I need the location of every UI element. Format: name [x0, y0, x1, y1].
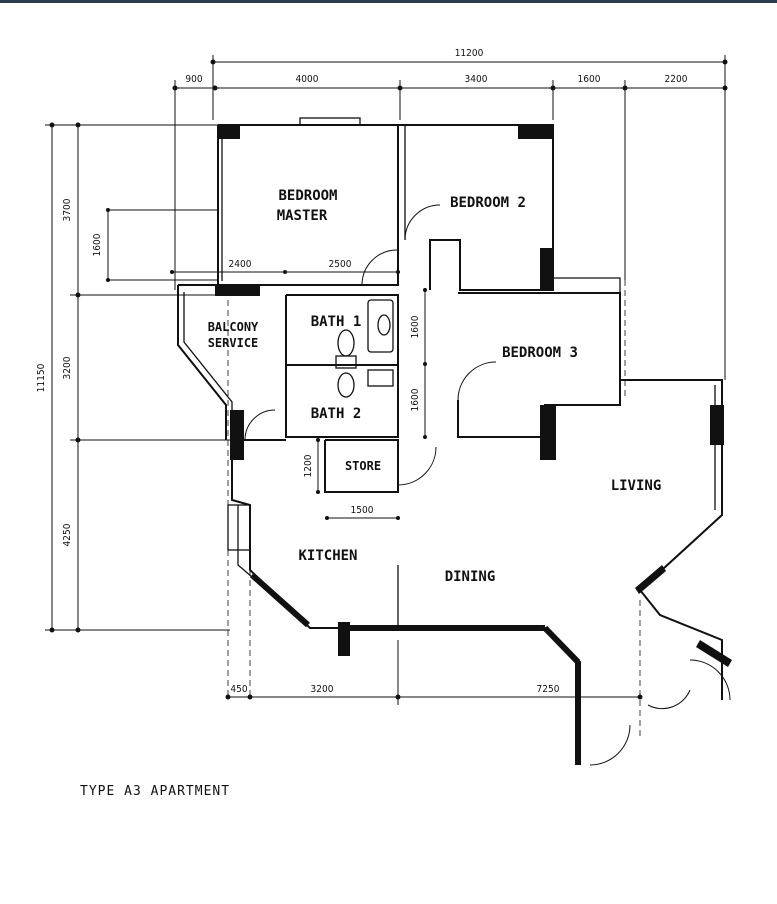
dim-left-3200: 3200 [62, 356, 73, 379]
walls [177, 117, 723, 765]
label-bedroom-master-1: BEDROOM [278, 188, 337, 204]
label-bedroom-3: BEDROOM 3 [502, 345, 578, 361]
label-store: STORE [345, 459, 381, 473]
dim-bath1-1600: 1600 [410, 315, 421, 338]
dim-bottom-3200: 3200 [311, 684, 334, 695]
label-kitchen: KITCHEN [298, 548, 357, 564]
dim-top-4000: 4000 [296, 74, 319, 85]
dim-left-1600: 1600 [92, 233, 103, 256]
label-bath-1: BATH 1 [311, 314, 362, 330]
dim-top-3400: 3400 [465, 74, 488, 85]
plan-title: TYPE A3 APARTMENT [80, 784, 230, 799]
dim-store-1500: 1500 [351, 505, 374, 516]
dim-top-2200: 2200 [665, 74, 688, 85]
dim-store-1200: 1200 [303, 454, 314, 477]
label-bedroom-master-2: MASTER [277, 208, 328, 224]
dim-left-3700: 3700 [62, 198, 73, 221]
dim-bath2-1600: 1600 [410, 388, 421, 411]
label-bath-2: BATH 2 [311, 406, 362, 422]
doors [244, 204, 731, 766]
dim-left-overall: 11150 [36, 363, 47, 392]
top-edge-bar [0, 0, 777, 3]
label-balcony-2: SERVICE [208, 336, 259, 350]
dim-bottom-7250: 7250 [537, 684, 560, 695]
dim-top-1600: 1600 [578, 74, 601, 85]
dim-left-4250: 4250 [62, 523, 73, 546]
label-bedroom-2: BEDROOM 2 [450, 195, 526, 211]
dim-overall-width: 11200 [455, 48, 484, 59]
dimension-lines [45, 55, 728, 705]
dim-mid-2400: 2400 [229, 259, 252, 270]
columns [215, 125, 732, 765]
label-living: LIVING [611, 478, 662, 494]
label-balcony-1: BALCONY [208, 320, 259, 334]
dim-top-900: 900 [185, 74, 202, 85]
label-dining: DINING [445, 569, 496, 585]
dim-bottom-450: 450 [230, 684, 247, 695]
dim-mid-2500: 2500 [329, 259, 352, 270]
